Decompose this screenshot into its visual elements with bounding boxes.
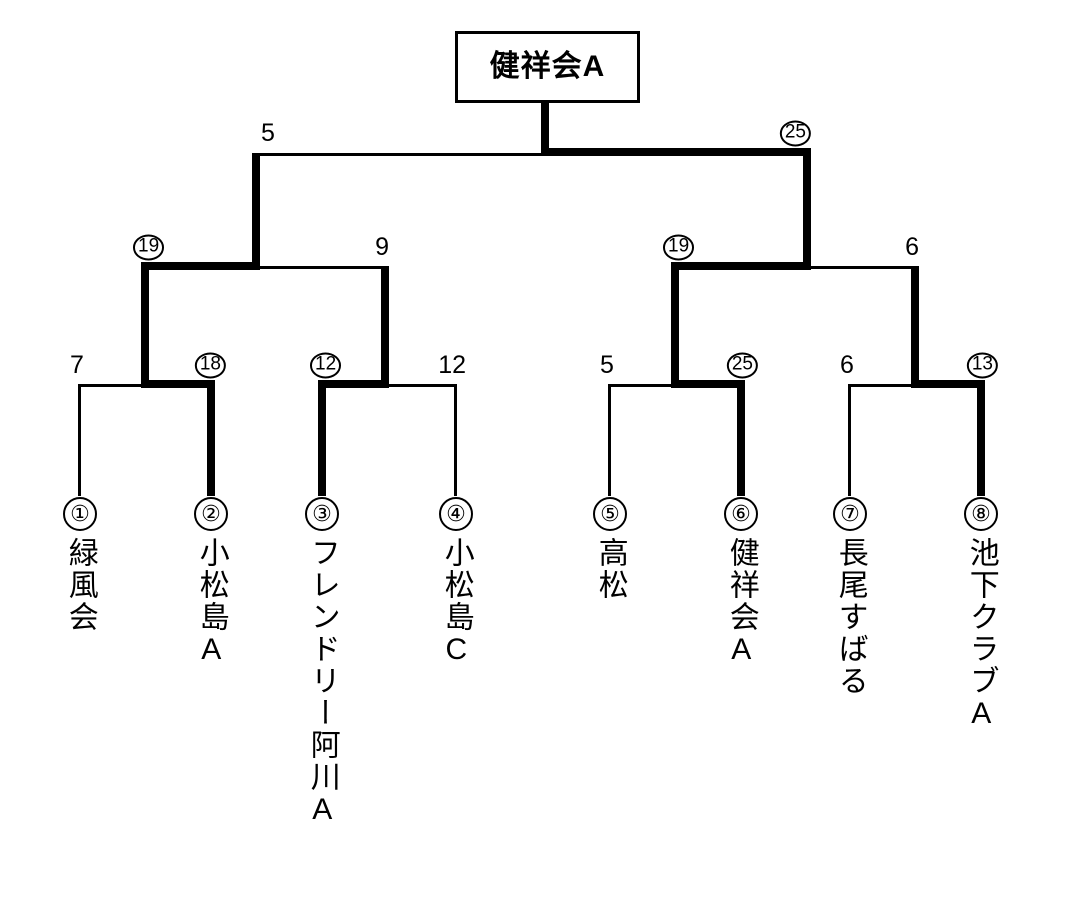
qf4-leg-team7 [848,384,851,496]
score-qf4-left: 6 [840,351,854,379]
team-seed-7: ⑦ [833,497,867,531]
score-qf1-right: 18 [194,351,226,378]
team-entry-5[interactable]: ⑤ 高松 [587,497,633,601]
semifinal-left-stem-right [381,266,389,384]
team-name-1: 緑風会 [63,537,97,633]
score-qf4-right-value: 13 [966,352,998,378]
score-qf2-left-value: 12 [310,352,342,378]
score-final-right-value: 25 [779,120,811,146]
team-entry-2[interactable]: ② 小松島A [188,497,234,668]
team-name-8: 池下クラブA [964,537,998,732]
score-qf4-right: 13 [966,351,998,378]
final-stem-right [803,148,811,268]
team-seed-2: ② [194,497,228,531]
qf2-horizontal-winner [318,380,389,388]
semifinal-left-stem-left [141,262,149,384]
semifinal-right-horizontal-winner [671,262,811,270]
score-sf-right-left-value: 19 [663,234,695,260]
team-entry-6[interactable]: ⑥ 健祥会A [718,497,764,668]
semifinal-left-horizontal-winner [141,262,260,270]
qf3-leg-team5 [608,384,611,496]
qf4-horizontal-winner [911,380,985,388]
score-final-left: 5 [261,119,275,147]
champion-box: 健祥会A [455,31,640,103]
team-seed-3: ③ [305,497,339,531]
final-stem-left [252,153,260,268]
qf1-leg-team2 [207,380,215,496]
score-qf3-right-value: 25 [726,352,758,378]
team-seed-8: ⑧ [964,497,998,531]
team-seed-6: ⑥ [724,497,758,531]
champion-label: 健祥会A [489,50,606,83]
team-entry-4[interactable]: ④ 小松島C [433,497,479,668]
semifinal-right-stem-right [911,266,919,384]
score-qf3-left: 5 [600,351,614,379]
qf2-leg-team3 [318,380,326,496]
score-sf-left-right: 9 [375,233,389,261]
score-qf3-right: 25 [726,351,758,378]
score-sf-right-left: 19 [663,233,695,260]
team-entry-7[interactable]: ⑦ 長尾すばる [827,497,873,697]
qf1-leg-team1 [78,384,81,496]
team-entry-1[interactable]: ① 緑風会 [57,497,103,633]
team-entry-3[interactable]: ③ フレンドリー阿川A [299,497,345,828]
qf3-horizontal-winner [671,380,745,388]
qf3-leg-team6 [737,380,745,496]
team-name-3: フレンドリー阿川A [305,537,339,828]
semifinal-left-horizontal-loser [258,266,388,269]
team-name-7: 長尾すばる [833,537,867,697]
score-final-right: 25 [779,119,811,146]
team-seed-5: ⑤ [593,497,627,531]
score-sf-left-left-value: 19 [133,234,165,260]
semifinal-right-horizontal-loser [808,266,918,269]
qf3-horizontal-loser [608,384,676,387]
qf1-horizontal-winner [141,380,215,388]
team-name-5: 高松 [593,537,627,601]
semifinal-right-stem-left [671,262,679,384]
final-horizontal-right [541,148,811,156]
team-entry-8[interactable]: ⑧ 池下クラブA [958,497,1004,732]
qf4-leg-team8 [977,380,985,496]
team-seed-4: ④ [439,497,473,531]
score-sf-left-left: 19 [133,233,165,260]
score-qf1-left: 7 [70,351,84,379]
score-qf2-right: 12 [438,351,466,379]
score-qf1-right-value: 18 [194,352,226,378]
score-qf2-left: 12 [310,351,342,378]
final-horizontal-left [255,153,543,156]
qf4-horizontal-loser [848,384,916,387]
qf2-horizontal-loser [385,384,457,387]
team-seed-1: ① [63,497,97,531]
score-sf-right-right: 6 [905,233,919,261]
qf1-horizontal-loser [78,384,146,387]
team-name-4: 小松島C [439,537,473,668]
team-name-2: 小松島A [194,537,228,668]
qf2-leg-team4 [454,384,457,496]
champion-stem [541,103,549,155]
team-name-6: 健祥会A [724,537,758,668]
